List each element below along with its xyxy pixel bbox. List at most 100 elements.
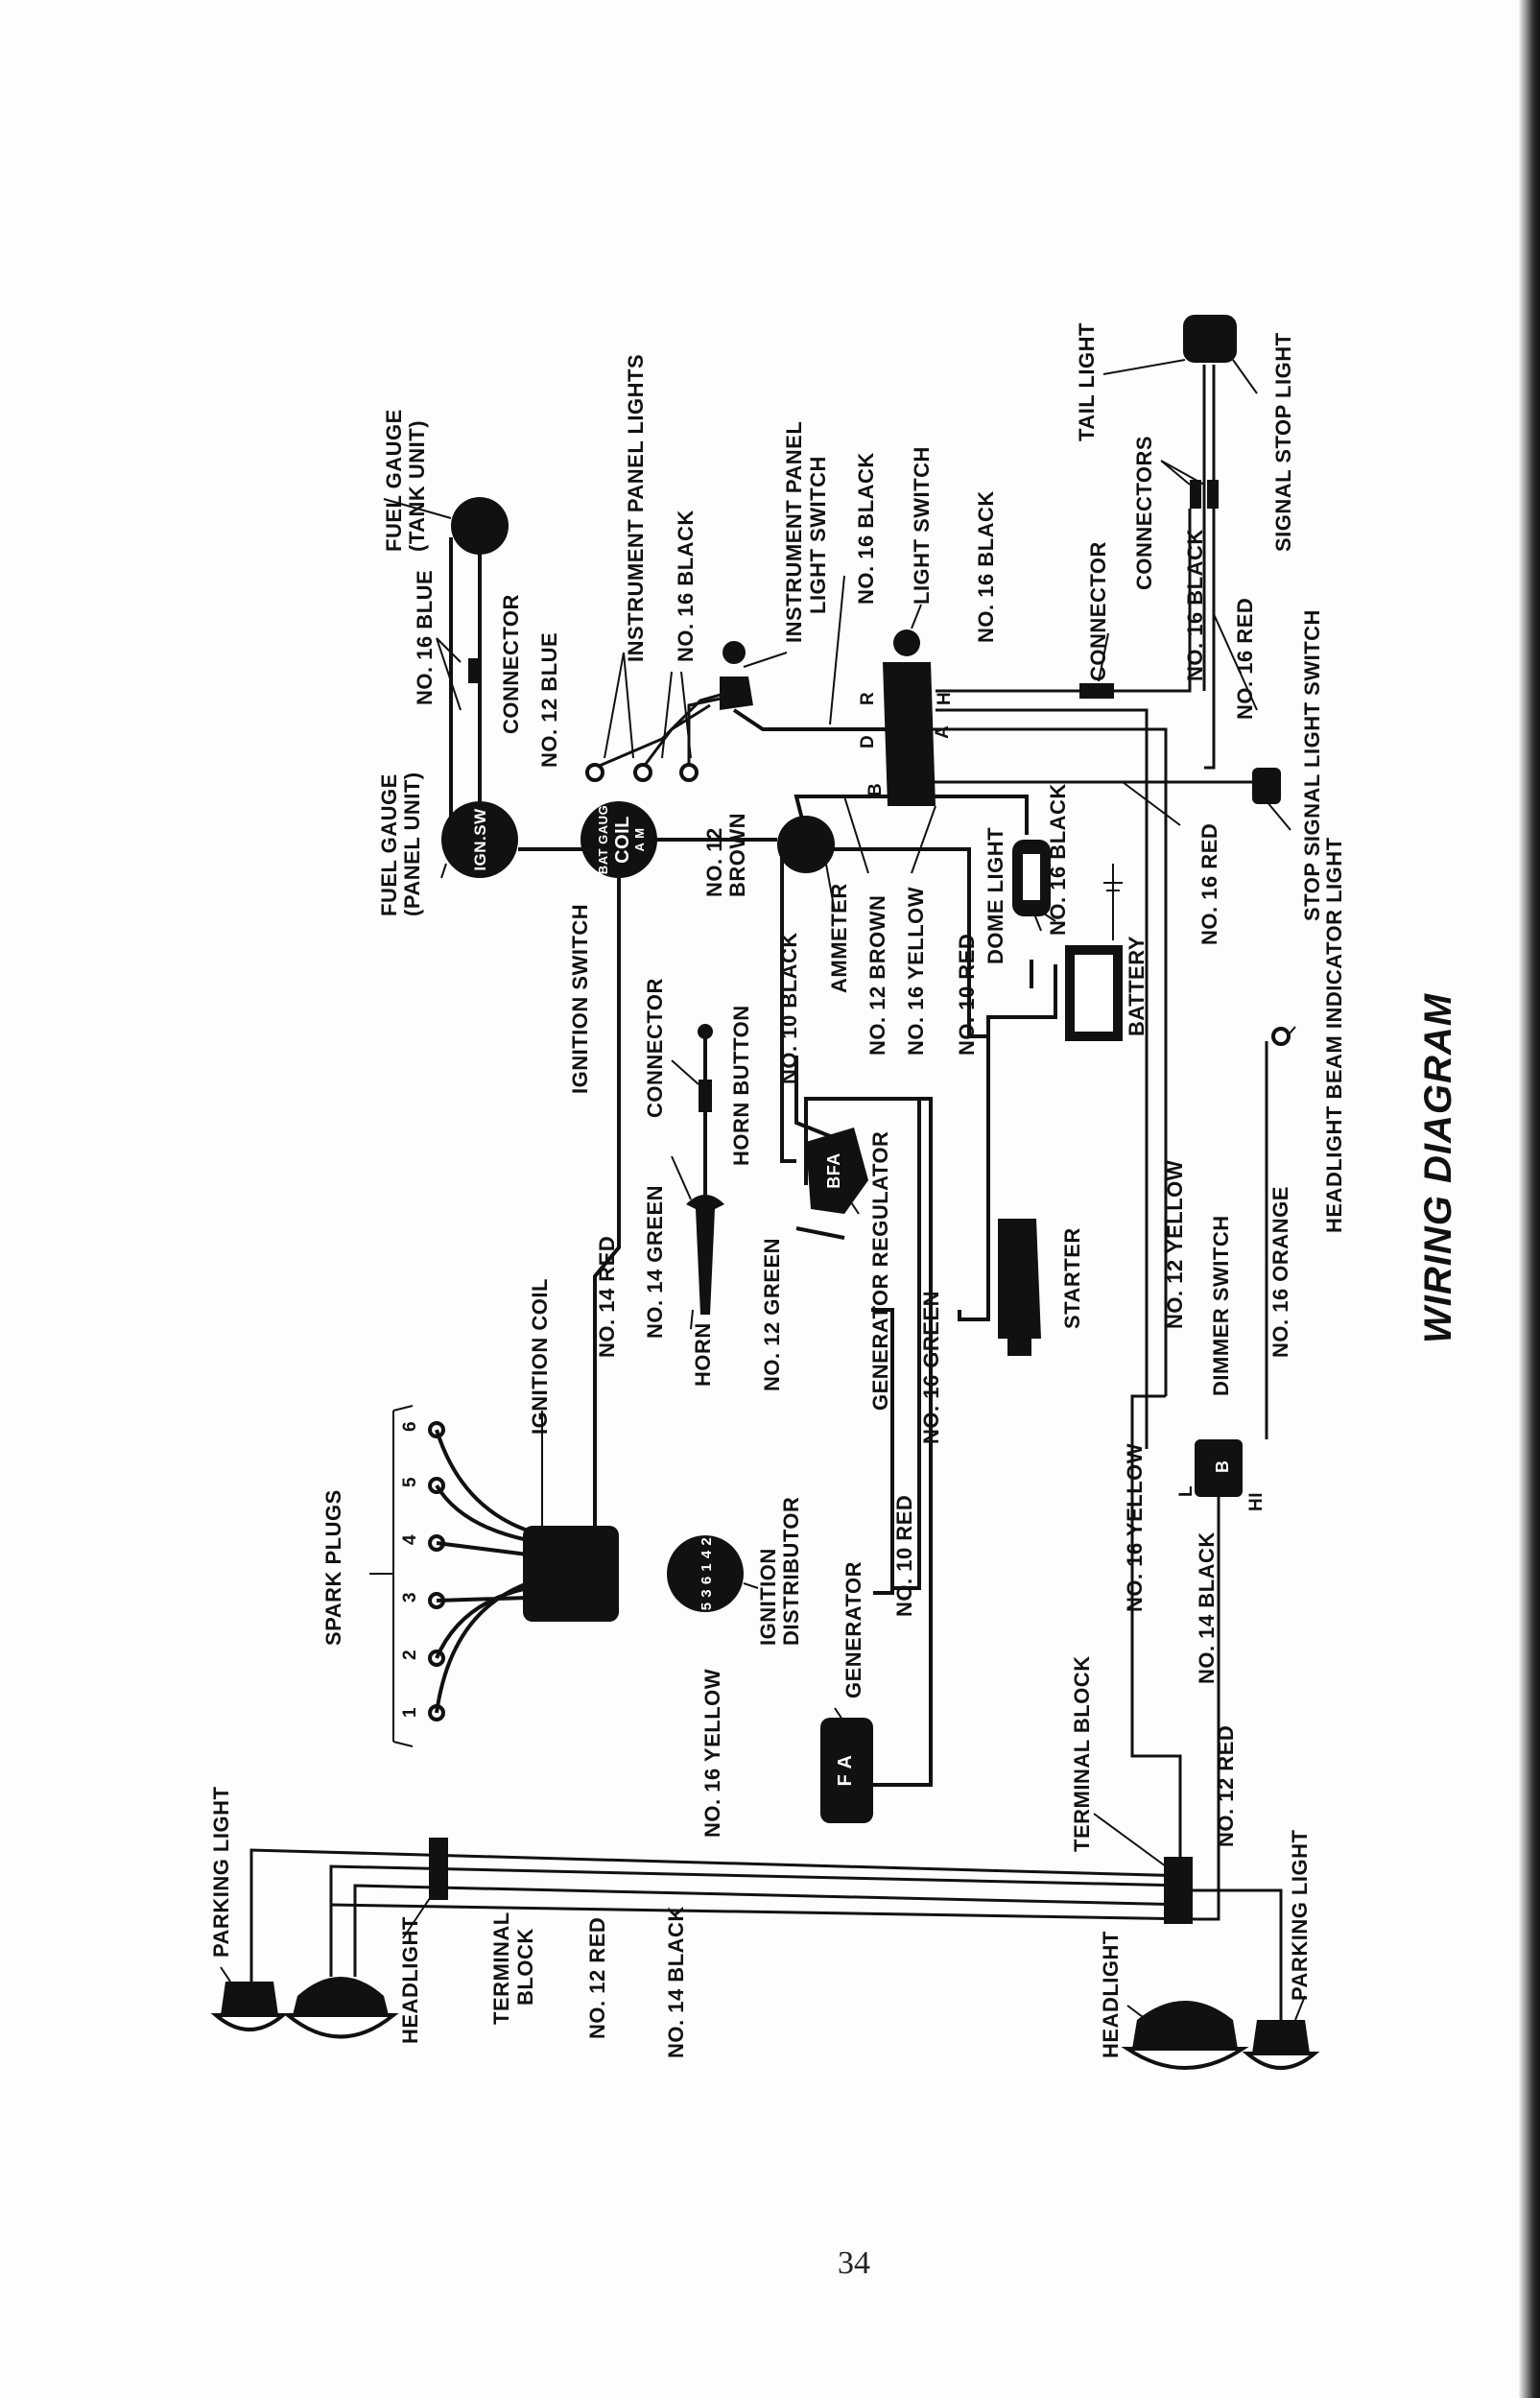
label-no12-brown-a2: BROWN	[725, 813, 749, 897]
label-no16-black-d: NO. 16 BLACK	[1183, 529, 1207, 681]
dimmer-term-b: B	[1213, 1460, 1232, 1474]
label-fuel-gauge-panel-2: (PANEL UNIT)	[400, 772, 424, 916]
distributor-order: 5 3 6 1 4 2	[699, 1537, 715, 1610]
label-connector-b: CONNECTOR	[1086, 541, 1110, 681]
label-fuel-gauge-tank-2: (TANK UNIT)	[405, 420, 429, 552]
label-no16-blue: NO. 16 BLUE	[413, 570, 437, 705]
label-spark-plugs: SPARK PLUGS	[321, 1489, 345, 1646]
plug-num-6: 6	[400, 1421, 420, 1432]
label-starter: STARTER	[1060, 1227, 1084, 1329]
panel-light-3	[679, 763, 699, 782]
label-no14-black-b: NO. 14 BLACK	[664, 1906, 688, 2058]
label-no12-brown-a: NO. 12	[702, 827, 726, 897]
plug-num-4: 4	[400, 1534, 420, 1545]
ignition-distributor	[667, 1535, 744, 1612]
starter	[998, 1219, 1041, 1339]
panel-light-1	[585, 763, 604, 782]
headlight-left	[282, 1977, 399, 2039]
label-no16-yellow-b: NO. 16 YELLOW	[700, 1669, 724, 1838]
parking-light-right	[1242, 2020, 1320, 2070]
panel-light-2	[633, 763, 652, 782]
fuel-gauge-tank-unit	[451, 497, 509, 555]
label-battery: BATTERY	[1125, 936, 1149, 1036]
label-fuel-gauge-panel: FUEL GAUGE	[377, 773, 401, 916]
generator-regulator	[806, 1128, 868, 1214]
bfa-mark: BFA	[824, 1152, 843, 1189]
plug-num-1: 1	[400, 1707, 420, 1718]
label-generator-regulator: GENERATOR REGULATOR	[868, 1131, 892, 1411]
label-no12-blue: NO. 12 BLUE	[537, 632, 561, 768]
components: IGN.SW BAT GAUG COIL A M R D B H A	[210, 315, 1320, 2070]
tail-signal-stop-light	[1183, 315, 1237, 363]
leaders	[220, 359, 1306, 2021]
label-no16-yellow-a: NO. 16 YELLOW	[904, 887, 928, 1056]
label-no14-black-a: NO. 14 BLACK	[1195, 1531, 1219, 1684]
label-signal-stop-light: SIGNAL STOP LIGHT	[1271, 332, 1295, 552]
label-generator: GENERATOR	[841, 1561, 865, 1698]
horn	[686, 1195, 724, 1315]
label-connectors: CONNECTORS	[1132, 436, 1156, 590]
coil-mark: COIL	[612, 816, 633, 864]
ls-term-h: H	[935, 692, 955, 705]
label-headlight-a: HEADLIGHT	[398, 1916, 422, 2044]
label-no16-black-b: NO. 16 BLACK	[854, 452, 878, 605]
label-terminal-block-b2: BLOCK	[513, 1928, 537, 2006]
label-no16-orange: NO. 16 ORANGE	[1268, 1186, 1292, 1358]
plug-num-5: 5	[400, 1477, 420, 1487]
label-headlight-b: HEADLIGHT	[1099, 1931, 1123, 2058]
ign-sw-mark: IGN.SW	[471, 808, 489, 871]
label-no16-black-c: NO. 16 BLACK	[974, 490, 998, 643]
headlight-right	[1121, 2001, 1249, 2070]
label-ignition-switch: IGNITION SWITCH	[568, 904, 592, 1094]
label-stop-signal-light-switch: STOP SIGNAL LIGHT SWITCH	[1300, 609, 1324, 921]
dimmer-term-l: L	[1176, 1485, 1196, 1497]
label-no16-red-b: NO. 16 RED	[1197, 823, 1221, 945]
ls-term-b: B	[865, 783, 886, 796]
terminal-block-front	[429, 1838, 448, 1900]
labels: FUEL GAUGE (TANK UNIT) NO. 16 BLUE CONNE…	[209, 322, 1459, 2058]
label-dimmer-switch: DIMMER SWITCH	[1209, 1215, 1233, 1396]
label-dome-light: DOME LIGHT	[983, 827, 1007, 964]
label-ignition-coil: IGNITION COIL	[528, 1278, 552, 1435]
label-horn-button: HORN BUTTON	[729, 1005, 753, 1166]
label-instrument-panel-light-switch-2: LIGHT SWITCH	[806, 456, 830, 614]
connector-black	[1079, 683, 1114, 699]
plug-num-2: 2	[400, 1650, 420, 1660]
wires	[249, 365, 1283, 2020]
label-no14-green: NO. 14 GREEN	[643, 1185, 667, 1339]
label-no16-black-e: NO. 16 BLACK	[1046, 783, 1070, 936]
label-instrument-panel-lights: INSTRUMENT PANEL LIGHTS	[624, 354, 648, 662]
label-connector-a: CONNECTOR	[499, 594, 523, 734]
ignition-switch	[580, 801, 657, 878]
label-instrument-panel-light-switch: INSTRUMENT PANEL	[782, 421, 806, 643]
diagram-title: WIRING DIAGRAM	[1417, 992, 1459, 1343]
instrument-panel-light-switch	[720, 677, 753, 710]
ls-term-a: A	[933, 725, 953, 739]
label-ammeter: AMMETER	[827, 883, 851, 993]
connector-pair-2	[1207, 480, 1219, 509]
label-tail-light: TAIL LIGHT	[1075, 322, 1099, 441]
generator	[820, 1718, 873, 1823]
ls-term-d: D	[858, 735, 878, 748]
label-connector-c: CONNECTOR	[643, 978, 667, 1118]
label-ignition-distributor-2: DISTRIBUTOR	[779, 1497, 803, 1646]
fa-mark: F A	[835, 1755, 856, 1787]
label-no12-brown-b: NO. 12 BROWN	[865, 895, 889, 1056]
coil-am-mark: A M	[632, 828, 647, 852]
label-parking-light-a: PARKING LIGHT	[209, 1787, 233, 1958]
ammeter	[777, 816, 835, 873]
label-no16-yellow-c: NO. 16 YELLOW	[1123, 1443, 1147, 1612]
label-ignition-distributor: IGNITION	[756, 1548, 780, 1646]
bat-gaug-mark: BAT GAUG	[596, 805, 610, 874]
label-no16-black-a: NO. 16 BLACK	[674, 510, 698, 662]
stop-signal-light-switch	[1252, 768, 1281, 804]
label-no10-red-a: NO. 10 RED	[955, 934, 979, 1056]
page-edge-shadow	[1519, 0, 1540, 2398]
label-fuel-gauge-tank: FUEL GAUGE	[382, 409, 406, 552]
label-light-switch: LIGHT SWITCH	[910, 446, 934, 605]
label-horn: HORN	[691, 1322, 715, 1387]
label-no10-black: NO. 10 BLACK	[777, 932, 801, 1084]
ignition-coil	[523, 1526, 619, 1622]
label-terminal-block-a: TERMINAL BLOCK	[1070, 1655, 1094, 1852]
light-switch	[883, 662, 936, 806]
